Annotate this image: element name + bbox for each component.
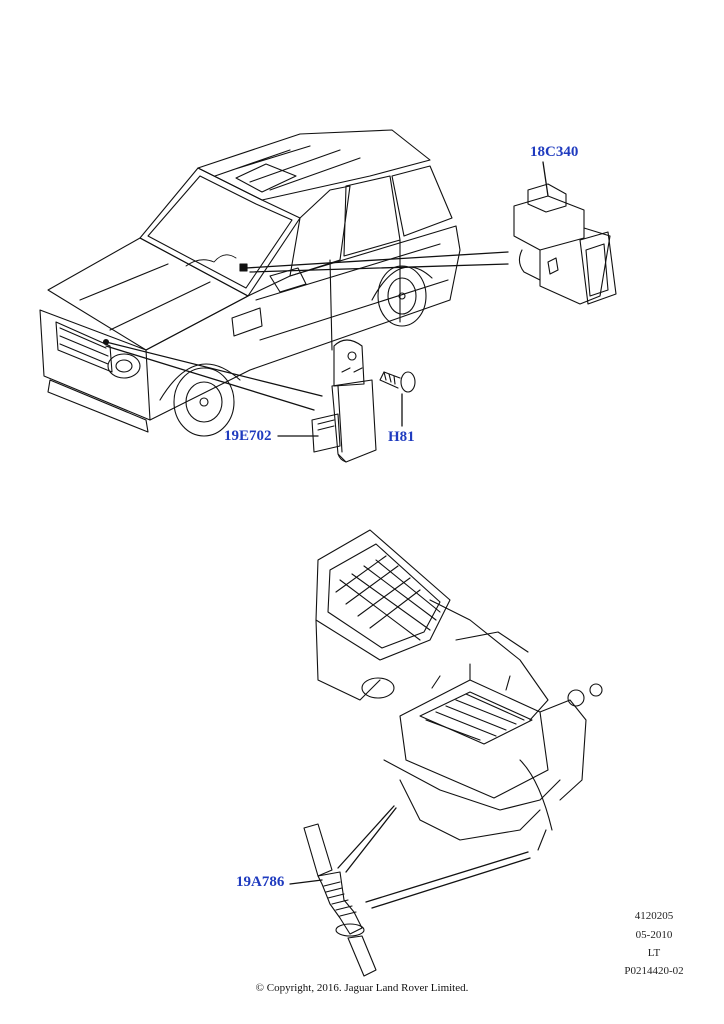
- callout-19E702[interactable]: 19E702: [224, 428, 272, 444]
- reference-region: LT: [647, 947, 661, 959]
- reference-date: 05-2010: [635, 929, 673, 941]
- sensor-18C340-illustration: [513, 183, 617, 305]
- callout-H81[interactable]: H81: [388, 429, 415, 445]
- hvac-unit-illustration: [315, 529, 603, 851]
- vehicle-illustration: [39, 129, 461, 437]
- copyright-notice: © Copyright, 2016. Jaguar Land Rover Lim…: [255, 982, 469, 994]
- callout-19A786[interactable]: 19A786: [236, 874, 285, 890]
- hose-19A786-illustration: [303, 823, 377, 977]
- screw-H81-illustration: [379, 371, 416, 393]
- leader-lines: [105, 161, 549, 909]
- reference-code: 4120205: [634, 910, 674, 922]
- callout-18C340[interactable]: 18C340: [530, 144, 579, 160]
- reference-illustration-id: P0214420-02: [624, 965, 684, 977]
- module-19E702-illustration: [311, 339, 377, 463]
